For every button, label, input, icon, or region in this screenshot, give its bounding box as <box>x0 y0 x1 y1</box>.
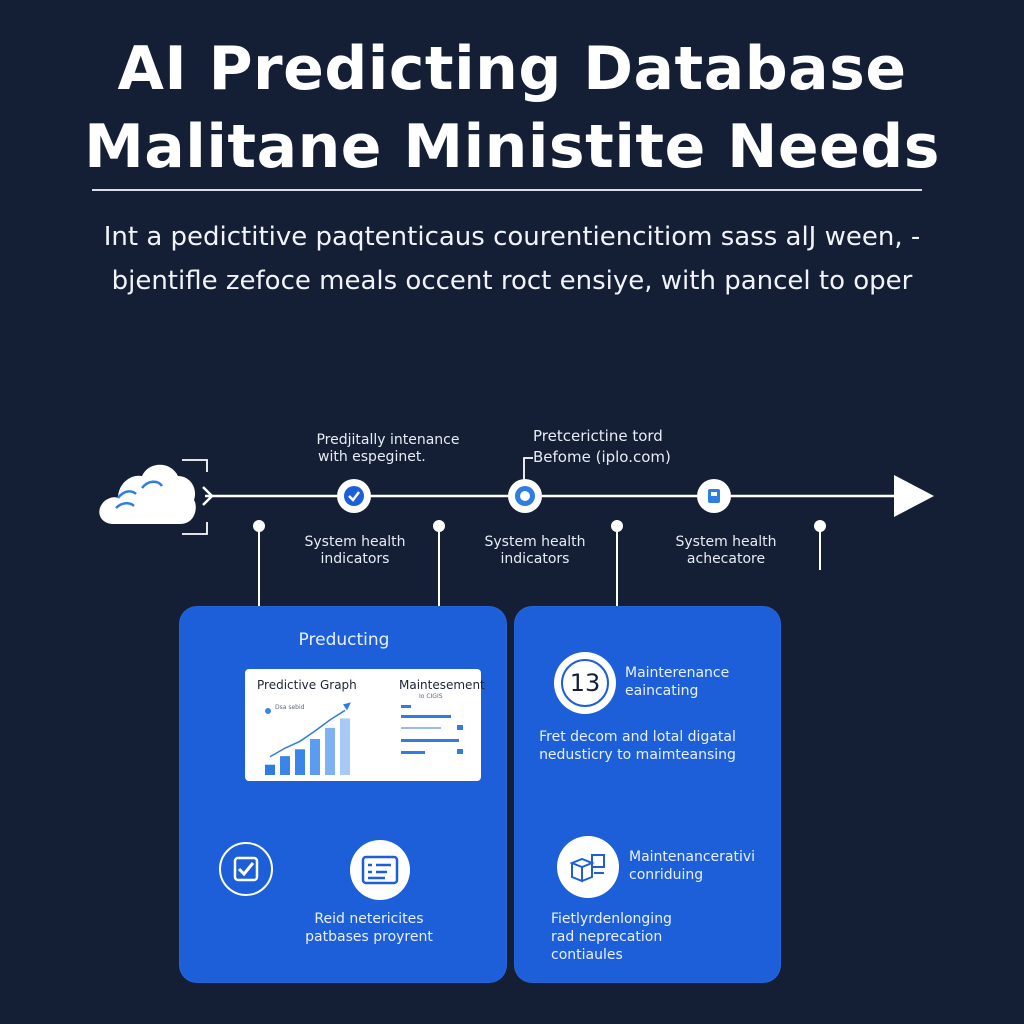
card-right-foot-3: contiaules <box>551 947 623 963</box>
badge-number: 13 <box>561 659 609 707</box>
chart-trend-arrowhead <box>343 702 351 711</box>
checkbox-icon <box>233 856 259 882</box>
predictive-graph-panel[interactable]: Predictive Graph Maintesement Dsa sebid … <box>245 669 485 781</box>
card-right-footer: Fietlyrdenlonging rad neprecation contia… <box>551 910 672 964</box>
list-icon-ring[interactable] <box>350 840 410 900</box>
predictive-bar-chart <box>265 702 351 775</box>
timeline-bottom-label-1: System health indicators <box>295 534 415 568</box>
card-left-caption-1: Reid netericites <box>314 911 424 927</box>
panel-title-left: Predictive Graph <box>257 678 357 692</box>
cloud-icon <box>99 464 196 524</box>
card-right-item-2: Maintenancerativi conriduing <box>629 848 755 884</box>
card-left-caption: Reid netericites patbases proyrent <box>279 910 459 946</box>
panel-legend: Dsa sebid <box>275 704 305 711</box>
chart-bar <box>340 718 350 775</box>
chart-bar <box>280 756 290 775</box>
cloud-bracket-top <box>182 459 208 472</box>
timeline-bottom-label-3a: System health <box>675 534 777 550</box>
card-left-caption-2: patbases proyrent <box>305 929 433 945</box>
subtitle-line-1: Int a pedictitive paqtenticaus courentie… <box>103 222 921 252</box>
panel-row-label: Io CIGIS <box>419 693 443 700</box>
card-right-desc-1: Fret decom and lotal digatal <box>539 729 736 745</box>
chart-bar <box>265 764 275 775</box>
legend-dot <box>265 708 271 714</box>
checkbox-icon-ring[interactable] <box>219 842 273 896</box>
card-right-item-1a: Mainterenance <box>625 665 730 681</box>
drop-dot-2 <box>433 520 445 532</box>
card-right-desc-2: nedusticry to maimteansing <box>539 747 736 763</box>
timeline-arrowhead <box>894 475 934 517</box>
timeline-bottom-label-1a: System health <box>304 534 406 550</box>
list-window-icon <box>361 855 399 885</box>
toggle-circle-icon <box>515 486 535 506</box>
card-predicting[interactable]: Preducting Predictive Graph Maintesement… <box>179 606 507 983</box>
page-title-line-1: AI Predicting Database <box>117 34 907 104</box>
subtitle-line-2: bjentifle zefoce meals occent roct ensiy… <box>111 266 913 296</box>
timeline-diagram <box>182 457 934 606</box>
card-right-item-1b: eaincating <box>625 683 699 699</box>
chart-bar <box>295 749 305 775</box>
panel-title-right: Maintesement <box>399 678 485 692</box>
page-title-line-2: Malitane Ministite Needs <box>84 112 940 182</box>
package-icon-ring[interactable] <box>557 836 619 898</box>
timeline-bottom-label-2b: indicators <box>500 551 570 567</box>
timeline-top-label-1b: with espeginet. <box>318 449 426 465</box>
card-maintenance[interactable]: 13 Mainterenance eaincating Fret decom a… <box>514 606 781 983</box>
card-predicting-heading: Preducting <box>298 630 390 650</box>
timeline-start-chevron <box>202 486 214 506</box>
timeline-top-label-1a: Predjitally intenance <box>316 432 460 448</box>
timeline-top-label-1: Predjitally intenance with espeginet. <box>300 432 476 466</box>
chart-trend-line <box>269 709 346 758</box>
card-right-foot-2: rad neprecation <box>551 929 663 945</box>
panel-progress-rows <box>401 705 463 754</box>
label-bracket <box>523 457 533 484</box>
timeline-top-label-2: Pretcerictine tord Befome (iplo.com) <box>520 426 690 468</box>
card-right-item-2b: conriduing <box>629 867 704 883</box>
timeline-bottom-label-2a: System health <box>484 534 586 550</box>
timeline-bottom-label-2: System health indicators <box>475 534 595 568</box>
timeline-bottom-label-3: System health achecatore <box>666 534 786 568</box>
drop-dot-4 <box>814 520 826 532</box>
timeline-node-search[interactable] <box>508 479 542 513</box>
package-boxes-icon <box>569 854 605 883</box>
card-right-foot-1: Fietlyrdenlonging <box>551 911 672 927</box>
timeline-top-label-2a: Pretcerictine tord <box>533 427 663 445</box>
timeline-node-device[interactable] <box>697 479 731 513</box>
title-divider <box>92 189 922 191</box>
chart-bar <box>325 727 335 775</box>
device-icon <box>708 489 720 503</box>
timeline-bottom-label-3b: achecatore <box>686 551 766 567</box>
cloud-bracket-bottom <box>182 522 208 535</box>
drop-dot-1 <box>253 520 265 532</box>
badge-ring[interactable]: 13 <box>554 652 616 714</box>
card-right-description: Fret decom and lotal digatal nedusticry … <box>514 728 761 764</box>
card-right-item-1: Mainterenance eaincating <box>625 664 729 700</box>
timeline-bottom-label-1b: indicators <box>320 551 390 567</box>
card-right-item-2a: Maintenancerativi <box>629 849 756 865</box>
timeline-node-check[interactable] <box>337 479 371 513</box>
chart-bar <box>310 739 320 775</box>
drop-dot-3 <box>611 520 623 532</box>
timeline-top-label-2b: Befome (iplo.com) <box>533 448 671 466</box>
check-circle-icon <box>344 486 364 506</box>
